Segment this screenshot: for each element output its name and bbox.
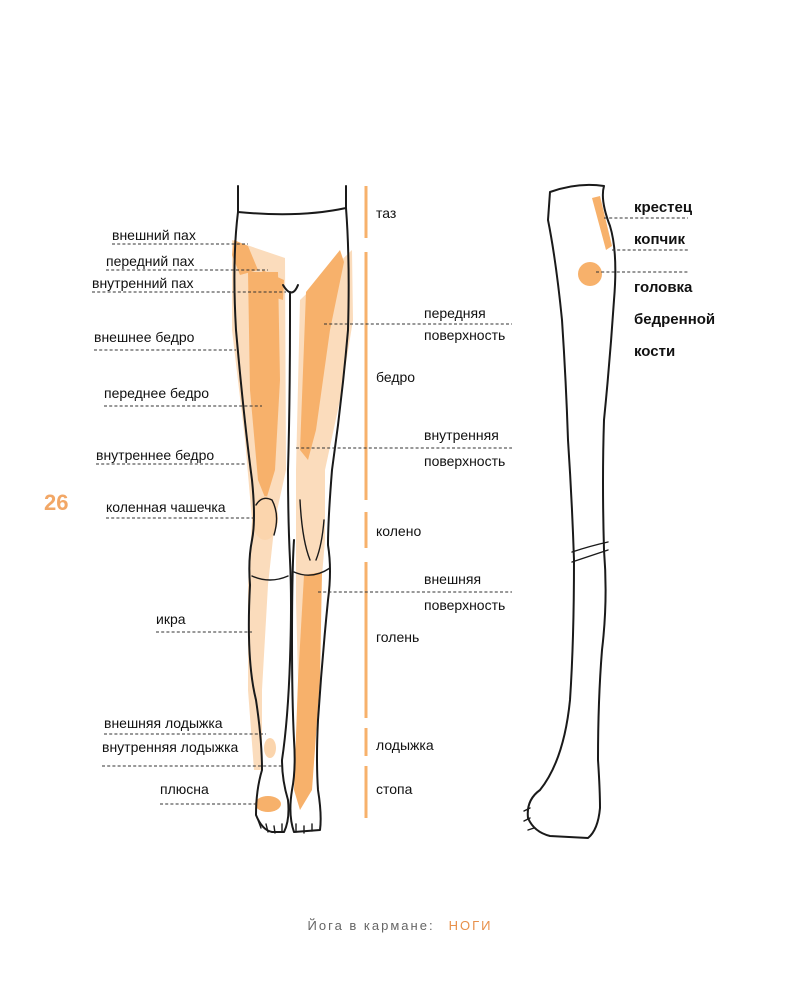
label-outer-surface-1: внешняя	[424, 571, 481, 587]
label-pelvis: таз	[376, 205, 396, 221]
page-number: 26	[44, 490, 69, 515]
outer-groin-highlight	[232, 240, 258, 275]
label-inner-ankle: внутренняя лодыжка	[102, 739, 239, 755]
label-femoral-head-3: кости	[634, 343, 675, 360]
label-knee: колено	[376, 523, 421, 539]
thigh-front-surface-highlight	[300, 250, 344, 460]
section-name: НОГИ	[448, 918, 493, 933]
inner-groin-highlight	[262, 270, 284, 300]
side-view-labels: крестец копчик головка бедренной кости	[596, 199, 715, 360]
label-metatarsus: плюсна	[160, 781, 209, 797]
label-front-thigh: переднее бедро	[104, 385, 209, 401]
region-labels: таз бедро колено голень лодыжка стопа	[376, 205, 434, 797]
book-title: Йога в кармане:	[307, 918, 435, 933]
label-inner-thigh: внутреннее бедро	[96, 447, 214, 463]
label-outer-groin: внешний пах	[112, 227, 196, 243]
label-ankle: лодыжка	[376, 737, 434, 753]
femoral-head-highlight	[578, 262, 602, 286]
label-outer-ankle: внешняя лодыжка	[104, 715, 223, 731]
label-kneecap: коленная чашечка	[106, 499, 226, 515]
front-legs-outline	[233, 185, 350, 834]
label-outer-surface-2: поверхность	[424, 597, 505, 613]
label-thigh: бедро	[376, 369, 415, 385]
front-thigh-highlight	[248, 272, 280, 500]
front-highlights	[232, 240, 353, 812]
label-femoral-head-1: головка	[634, 279, 693, 296]
label-inner-surface-2: поверхность	[424, 453, 505, 469]
label-shin: голень	[376, 629, 419, 645]
ankle-highlight	[264, 738, 276, 758]
label-inner-surface-1: внутренняя	[424, 427, 499, 443]
label-sacrum: крестец	[634, 199, 693, 216]
label-femoral-head-2: бедренной	[634, 311, 715, 328]
label-front-surface-2: поверхность	[424, 327, 505, 343]
label-calf: икра	[156, 611, 186, 627]
sacrum-highlight	[592, 196, 612, 250]
side-view-leg	[523, 183, 617, 839]
label-inner-groin: внутренний пах	[92, 275, 194, 291]
page-footer: Йога в кармане: НОГИ	[0, 918, 800, 933]
label-front-groin: передний пах	[106, 253, 194, 269]
label-front-surface-1: передняя	[424, 305, 486, 321]
shin-highlight	[294, 572, 322, 810]
label-foot: стопа	[376, 781, 413, 797]
metatarsus-highlight	[255, 796, 281, 812]
label-coccyx: копчик	[634, 231, 685, 248]
front-left-labels: внешний пах передний пах внутренний пах …	[92, 227, 286, 805]
kneecap-highlight	[252, 496, 278, 540]
front-right-labels: передняя поверхность внутренняя поверхно…	[296, 305, 512, 613]
label-outer-thigh: внешнее бедро	[94, 329, 195, 345]
